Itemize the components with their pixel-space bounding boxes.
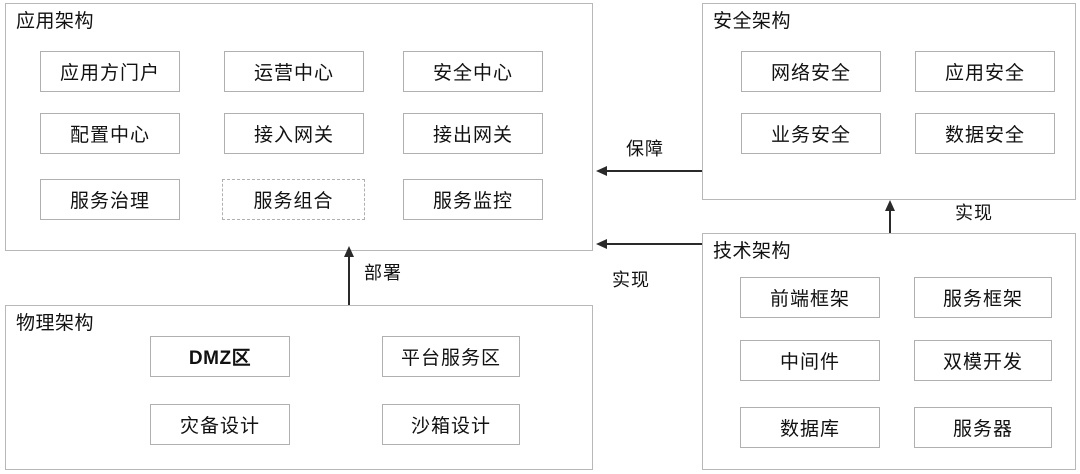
node-network-security[interactable]: 网络安全 xyxy=(741,51,881,92)
node-frontend-framework[interactable]: 前端框架 xyxy=(740,277,880,318)
panel-title-physical-architecture: 物理架构 xyxy=(16,313,95,334)
node-platform-service-zone[interactable]: 平台服务区 xyxy=(382,336,520,377)
node-dmz-zone[interactable]: DMZ区 xyxy=(150,336,290,377)
node-configuration-center[interactable]: 配置中心 xyxy=(40,113,180,154)
node-ingress-gateway[interactable]: 接入网关 xyxy=(224,113,364,154)
edge-physical-to-application-line xyxy=(348,256,350,305)
node-application-portal[interactable]: 应用方门户 xyxy=(40,51,180,92)
node-application-security[interactable]: 应用安全 xyxy=(915,51,1055,92)
node-middleware[interactable]: 中间件 xyxy=(740,340,880,381)
edge-label-technology-to-application: 实现 xyxy=(612,270,650,290)
edge-label-security-to-application: 保障 xyxy=(626,139,664,159)
edge-security-to-application-arrowhead xyxy=(596,165,607,176)
node-server[interactable]: 服务器 xyxy=(914,407,1052,448)
edge-technology-to-security-line xyxy=(889,210,891,233)
panel-title-technology-architecture: 技术架构 xyxy=(713,241,792,262)
panel-title-application-architecture: 应用架构 xyxy=(16,11,95,32)
node-service-framework[interactable]: 服务框架 xyxy=(914,277,1052,318)
node-service-monitoring[interactable]: 服务监控 xyxy=(403,179,543,220)
panel-title-security-architecture: 安全架构 xyxy=(713,11,792,32)
node-disaster-recovery-design[interactable]: 灾备设计 xyxy=(150,404,290,445)
node-service-composition[interactable]: 服务组合 xyxy=(222,179,365,220)
edge-security-to-application-line xyxy=(607,170,702,172)
edge-physical-to-application-arrowhead xyxy=(343,246,354,257)
edge-technology-to-application-arrowhead xyxy=(596,238,607,249)
edge-label-technology-to-security: 实现 xyxy=(955,203,993,223)
node-sandbox-design[interactable]: 沙箱设计 xyxy=(382,404,520,445)
node-operation-center[interactable]: 运营中心 xyxy=(224,51,364,92)
node-bimodal-development[interactable]: 双模开发 xyxy=(914,340,1052,381)
panel-security-architecture[interactable] xyxy=(702,3,1076,200)
node-security-center[interactable]: 安全中心 xyxy=(403,51,543,92)
node-database[interactable]: 数据库 xyxy=(740,407,880,448)
node-business-security[interactable]: 业务安全 xyxy=(741,113,881,154)
node-service-governance[interactable]: 服务治理 xyxy=(40,179,180,220)
edge-technology-to-security-arrowhead xyxy=(884,200,895,211)
node-egress-gateway[interactable]: 接出网关 xyxy=(403,113,543,154)
edge-technology-to-application-line xyxy=(607,243,702,245)
edge-label-physical-to-application: 部署 xyxy=(364,263,402,283)
node-data-security[interactable]: 数据安全 xyxy=(915,113,1055,154)
